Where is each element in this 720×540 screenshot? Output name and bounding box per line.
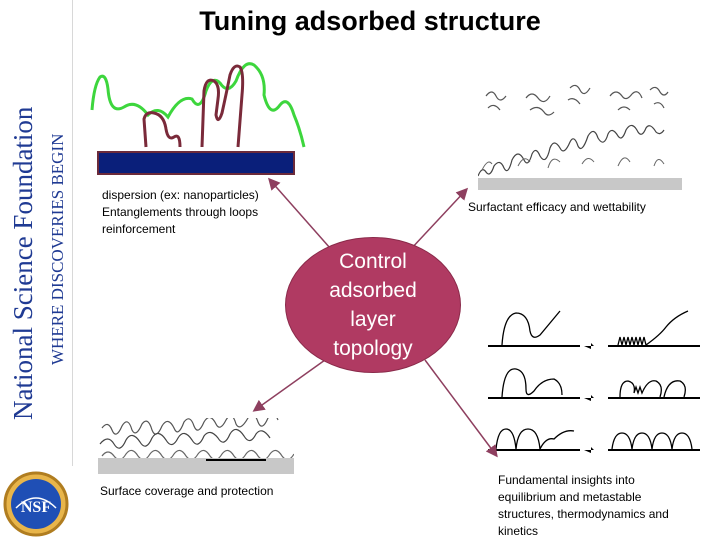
central-concept-ellipse: Control adsorbed layer topology: [285, 237, 461, 373]
nsf-sidebar: National Science Foundation WHERE DISCOV…: [0, 0, 73, 466]
page-title: Tuning adsorbed structure: [199, 6, 541, 36]
arrow-to-insights: [424, 359, 498, 458]
caption-insights-line-4: kinetics: [498, 524, 539, 538]
surfactant-figure: [478, 84, 682, 190]
substrate-grey: [478, 178, 682, 190]
caption-dispersion-line-1: dispersion (ex: nanoparticles): [102, 188, 259, 202]
caption-insights-line-2: equilibrium and metastable: [498, 490, 642, 504]
green-chain-path: [90, 62, 306, 148]
maroon-loop-tall: [200, 64, 245, 148]
substrate: [97, 151, 295, 175]
caption-insights: Fundamental insights into equilibrium an…: [498, 472, 708, 540]
loops-on-substrate-figure: [90, 62, 306, 175]
metastable-structures-figure: [488, 310, 700, 453]
maroon-loop-small: [142, 111, 182, 148]
central-concept-text: Control adsorbed layer topology: [329, 250, 417, 360]
arrow-to-coverage: [252, 359, 326, 412]
substrate-grey: [98, 458, 294, 474]
arrow-to-surfactant: [409, 187, 469, 251]
caption-surfactant: Surfactant efficacy and wettability: [468, 200, 646, 214]
caption-dispersion: dispersion (ex: nanoparticles) Entanglem…: [102, 187, 302, 238]
caption-dispersion-line-2: Entanglements through loops: [102, 205, 259, 219]
arrow-to-dispersion: [268, 177, 331, 249]
caption-insights-line-1: Fundamental insights into: [498, 473, 635, 487]
caption-insights-line-3: structures, thermodynamics and: [498, 507, 669, 521]
logo-text: NSF: [21, 499, 51, 516]
nsf-logo: NSF: [3, 471, 69, 537]
caption-dispersion-line-3: reinforcement: [102, 222, 176, 236]
brush-figure: [98, 418, 294, 474]
caption-coverage: Surface coverage and protection: [100, 484, 274, 498]
